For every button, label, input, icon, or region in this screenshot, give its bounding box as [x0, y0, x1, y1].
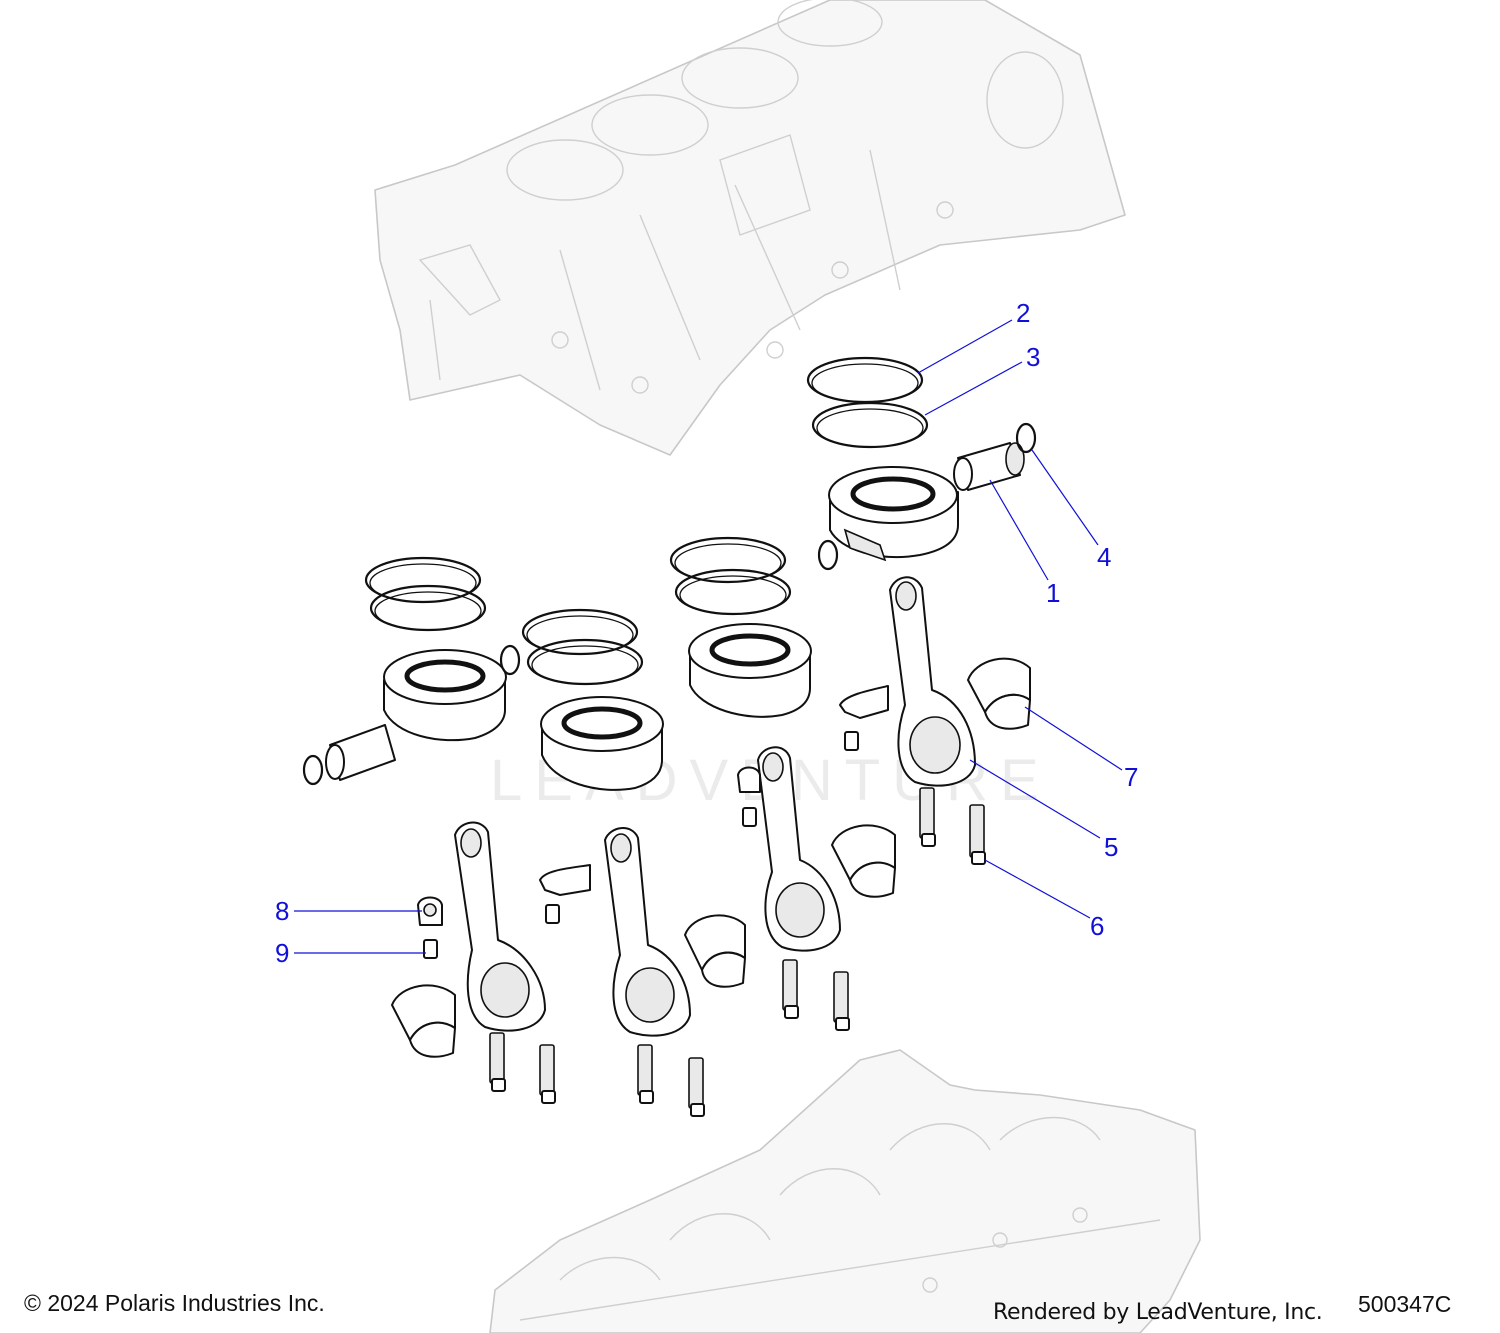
piston-pin-clip-left [817, 539, 839, 571]
leader-lines [294, 319, 1123, 954]
callout-7[interactable]: 7 [1124, 762, 1138, 792]
piston-center-right [688, 623, 812, 718]
piston-pin-left [302, 644, 521, 786]
cylinder-block-upper [374, 0, 1126, 456]
callout-6[interactable]: 6 [1090, 911, 1104, 941]
callouts: 1 2 3 4 5 6 7 8 9 [275, 298, 1138, 968]
oil-jet[interactable] [417, 896, 443, 926]
piston-pin-clip[interactable] [1015, 422, 1037, 454]
piston-rings-left [364, 556, 487, 632]
rendered-by-credit: Rendered by LeadVenture, Inc. [993, 1300, 1323, 1325]
bearing-shell[interactable] [967, 657, 1031, 730]
callout-3[interactable]: 3 [1026, 342, 1040, 372]
callout-2[interactable]: 2 [1016, 298, 1030, 328]
piston[interactable] [828, 466, 959, 562]
callout-5[interactable]: 5 [1104, 832, 1118, 862]
connecting-rod-4 [454, 821, 546, 1032]
copyright-notice: © 2024 Polaris Industries Inc. [24, 1290, 325, 1316]
piston-ring-top[interactable] [806, 356, 924, 404]
callout-1[interactable]: 1 [1046, 578, 1060, 608]
piston-pin[interactable] [953, 442, 1025, 491]
connecting-rod[interactable] [889, 576, 976, 787]
rod-bolt[interactable] [969, 804, 986, 865]
piston-rings-center [521, 608, 644, 686]
crankcase-lower [489, 1049, 1201, 1333]
piston-left [383, 649, 507, 742]
oil-jet-screw[interactable] [423, 939, 438, 959]
callout-4[interactable]: 4 [1097, 542, 1111, 572]
diagram-number: 500347C [1358, 1291, 1452, 1317]
connecting-rod-2 [757, 746, 841, 952]
callout-8[interactable]: 8 [275, 896, 289, 926]
bearing-shell-4 [391, 984, 456, 1058]
bearing-shell-2 [831, 824, 896, 898]
bearing-shell-3 [684, 914, 746, 988]
oil-jets-other [539, 685, 889, 924]
rod-bolts-set [489, 787, 936, 1117]
piston-ring-second[interactable] [811, 401, 929, 449]
piston-center [540, 696, 664, 791]
piston-rings-center-right [669, 536, 792, 616]
connecting-rod-3 [604, 827, 691, 1037]
callout-9[interactable]: 9 [275, 938, 289, 968]
